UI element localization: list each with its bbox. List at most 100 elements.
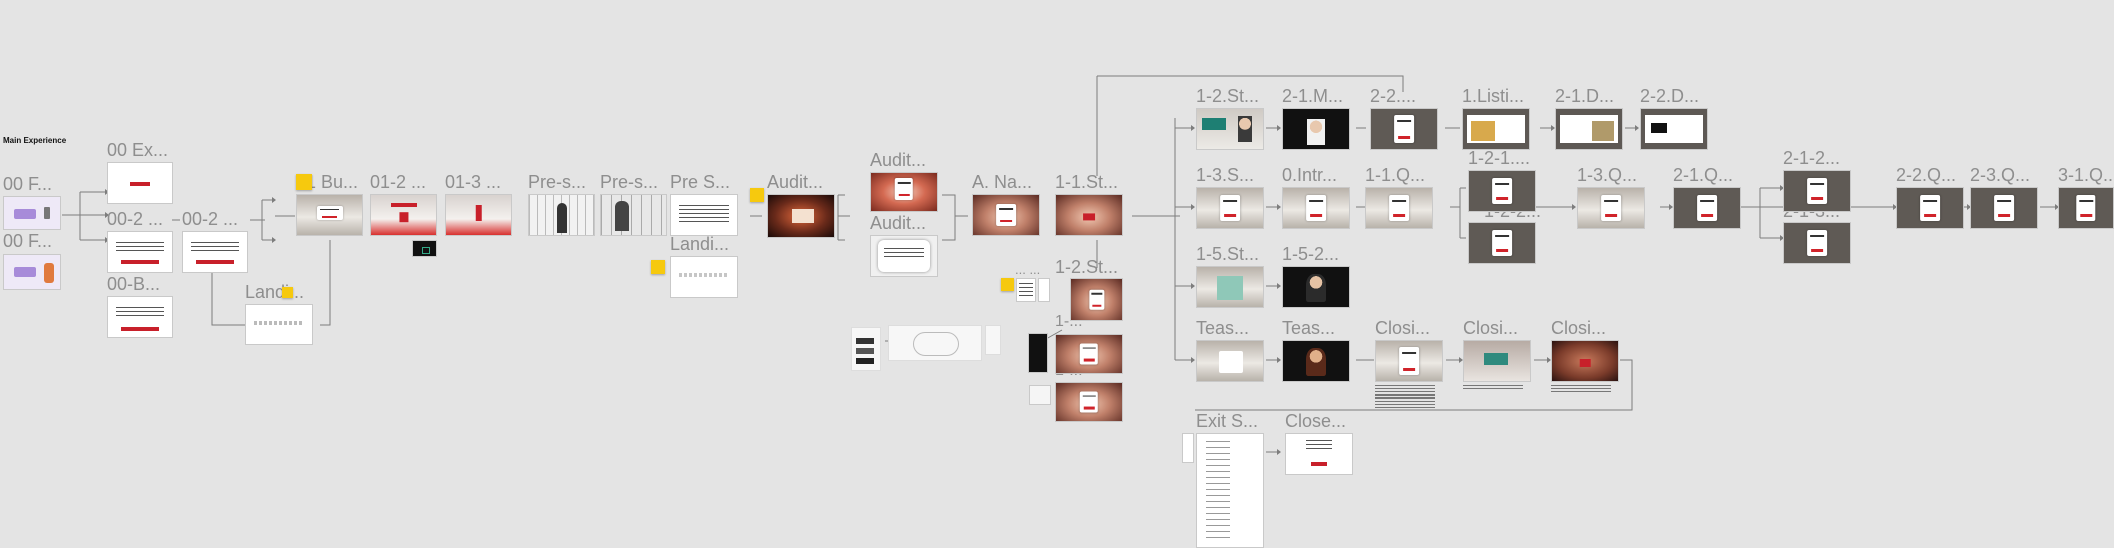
frame-label-teaser-2[interactable]: Teas... bbox=[1282, 318, 1336, 338]
frame-label-1-5-2[interactable]: 1-5-2... bbox=[1282, 244, 1340, 264]
frame-1-3-q[interactable] bbox=[1577, 187, 1645, 229]
frame-label-1-1-st[interactable]: 1-1.St... bbox=[1055, 172, 1119, 192]
frame-close[interactable] bbox=[1285, 433, 1353, 475]
frame-label-00-2a[interactable]: 00-2 ... bbox=[107, 209, 164, 229]
frame-1-2-st-b[interactable] bbox=[1070, 278, 1123, 321]
frame-1-s2[interactable] bbox=[1055, 382, 1123, 422]
frame-label-closing-2[interactable]: Closi... bbox=[1463, 318, 1519, 338]
frame-pre-s-2[interactable] bbox=[600, 194, 667, 236]
frame-label-dots[interactable]: ... ... bbox=[1015, 262, 1041, 277]
frame-00-b[interactable] bbox=[107, 296, 173, 338]
frame-label-01-3[interactable]: 01-3 ... bbox=[445, 172, 502, 192]
frame-pre-s-1[interactable] bbox=[528, 194, 595, 236]
frame-label-2-2-d[interactable]: 2-2.D... bbox=[1640, 86, 1700, 106]
frame-label-close[interactable]: Close... bbox=[1285, 411, 1347, 431]
frame-label-3-1-q[interactable]: 3-1.Q... bbox=[2058, 165, 2114, 185]
sticky-note[interactable] bbox=[296, 174, 312, 190]
frame-label-00-ex[interactable]: 00 Ex... bbox=[107, 140, 169, 160]
wireframe-middle[interactable] bbox=[888, 325, 982, 361]
wireframe-right[interactable] bbox=[985, 325, 1001, 355]
frame-2-2[interactable] bbox=[1370, 108, 1438, 150]
frame-3-1-q[interactable] bbox=[2058, 187, 2114, 229]
frame-label-00-b[interactable]: 00-B... bbox=[107, 274, 161, 294]
sticky-note[interactable] bbox=[651, 260, 665, 274]
frame-label-2-1-m[interactable]: 2-1.M... bbox=[1282, 86, 1344, 106]
frame-label-audit-2[interactable]: Audit... bbox=[870, 150, 927, 170]
frame-2-1-q[interactable] bbox=[1673, 187, 1741, 229]
frame-2-2-d[interactable] bbox=[1640, 108, 1708, 150]
frame-teaser-2[interactable] bbox=[1282, 340, 1350, 382]
frame-00-2b[interactable] bbox=[182, 231, 248, 273]
frame-1-5-st[interactable] bbox=[1196, 266, 1264, 308]
frame-label-pre-s-2[interactable]: Pre-s... bbox=[600, 172, 659, 192]
frame-2-1-3[interactable] bbox=[1783, 222, 1851, 264]
frame-teaser-1[interactable] bbox=[1196, 340, 1264, 382]
frame-label-landing-2[interactable]: Landi... bbox=[670, 234, 730, 254]
frame-label-closing-1[interactable]: Closi... bbox=[1375, 318, 1431, 338]
frame-label-exit-s[interactable]: Exit S... bbox=[1196, 411, 1259, 431]
frame-label-00-f-1[interactable]: 00 F... bbox=[3, 174, 53, 194]
frame-0-intro[interactable] bbox=[1282, 187, 1350, 229]
frame-01-3[interactable] bbox=[445, 194, 512, 236]
frame-label-1-listi[interactable]: 1.Listi... bbox=[1462, 86, 1525, 106]
sticky-note[interactable] bbox=[282, 287, 293, 298]
frame-landing-1[interactable] bbox=[245, 304, 313, 345]
frame-closing-3[interactable] bbox=[1551, 340, 1619, 382]
frame-label-01-2[interactable]: 01-2 ... bbox=[370, 172, 427, 192]
frame-1-listi[interactable] bbox=[1462, 108, 1530, 150]
frame-label-1-2-st-a[interactable]: 1-2.St... bbox=[1196, 86, 1260, 106]
wireframe-left[interactable] bbox=[851, 327, 881, 371]
frame-pre-s-3[interactable] bbox=[670, 194, 738, 236]
frame-1-3-s[interactable] bbox=[1196, 187, 1264, 229]
frame-label-1-3-s[interactable]: 1-3.S... bbox=[1196, 165, 1255, 185]
frame-1-1-st[interactable] bbox=[1055, 194, 1123, 236]
frame-closing-2[interactable] bbox=[1463, 340, 1531, 382]
frame-1-5-2[interactable] bbox=[1282, 266, 1350, 308]
frame-00-f-2[interactable] bbox=[3, 254, 61, 290]
frame-1-2-st-a[interactable] bbox=[1196, 108, 1264, 150]
frame-label-2-1-2[interactable]: 2-1-2... bbox=[1783, 148, 1841, 168]
frame-mini-dark[interactable] bbox=[1028, 333, 1048, 373]
frame-label-a-na[interactable]: A. Na... bbox=[972, 172, 1033, 192]
frame-video-thumb[interactable] bbox=[412, 240, 437, 257]
frame-2-1-m[interactable] bbox=[1282, 108, 1350, 150]
frame-2-1-d[interactable] bbox=[1555, 108, 1623, 150]
frame-label-audit-1[interactable]: Audit... bbox=[767, 172, 824, 192]
frame-audit-2[interactable] bbox=[870, 172, 938, 212]
frame-2-1-2[interactable] bbox=[1783, 170, 1851, 212]
frame-mini-screen[interactable] bbox=[1038, 278, 1050, 302]
frame-label-2-3-q[interactable]: 2-3.Q... bbox=[1970, 165, 2031, 185]
frame-01-2[interactable] bbox=[370, 194, 437, 236]
frame-label-1-5-st[interactable]: 1-5.St... bbox=[1196, 244, 1260, 264]
frame-closing-1[interactable] bbox=[1375, 340, 1443, 382]
frame-label-0-intro[interactable]: 0.Intr... bbox=[1282, 165, 1338, 185]
frame-00-f-1[interactable] bbox=[3, 196, 61, 230]
frame-label-1-2-1[interactable]: 1-2-1.... bbox=[1468, 148, 1531, 168]
frame-label-landing-1[interactable]: Landi... bbox=[245, 282, 305, 302]
frame-1-2-1[interactable] bbox=[1468, 170, 1536, 212]
frame-label-1-1-q[interactable]: 1-1.Q... bbox=[1365, 165, 1426, 185]
frame-label-2-1-d[interactable]: 2-1.D... bbox=[1555, 86, 1615, 106]
frame-exit-s[interactable] bbox=[1196, 433, 1264, 548]
frame-label-pre-s-1[interactable]: Pre-s... bbox=[528, 172, 587, 192]
frame-mini-screen[interactable] bbox=[1016, 278, 1036, 302]
frame-label-pre-s-3[interactable]: Pre S... bbox=[670, 172, 731, 192]
frame-1-1-q[interactable] bbox=[1365, 187, 1433, 229]
frame-a-na[interactable] bbox=[972, 194, 1040, 236]
frame-label-closing-3[interactable]: Closi... bbox=[1551, 318, 1607, 338]
frame-label-audit-3[interactable]: Audit... bbox=[870, 213, 927, 233]
frame-2-2-q[interactable] bbox=[1896, 187, 1964, 229]
frame-2-3-q[interactable] bbox=[1970, 187, 2038, 229]
frame-label-00-f-2[interactable]: 00 F... bbox=[3, 231, 53, 251]
frame-1-2-2[interactable] bbox=[1468, 222, 1536, 264]
frame-label-00-2b[interactable]: 00-2 ... bbox=[182, 209, 239, 229]
sticky-note[interactable] bbox=[1001, 278, 1014, 291]
frame-label-2-2-q[interactable]: 2-2.Q... bbox=[1896, 165, 1957, 185]
frame-00-ex[interactable] bbox=[107, 162, 173, 204]
frame-label-2-1-q[interactable]: 2-1.Q... bbox=[1673, 165, 1734, 185]
frame-landing-2[interactable] bbox=[670, 256, 738, 298]
frame-01-bu[interactable] bbox=[296, 194, 363, 236]
frame-label-1-3-q[interactable]: 1-3.Q... bbox=[1577, 165, 1638, 185]
sticky-note[interactable] bbox=[750, 188, 764, 202]
